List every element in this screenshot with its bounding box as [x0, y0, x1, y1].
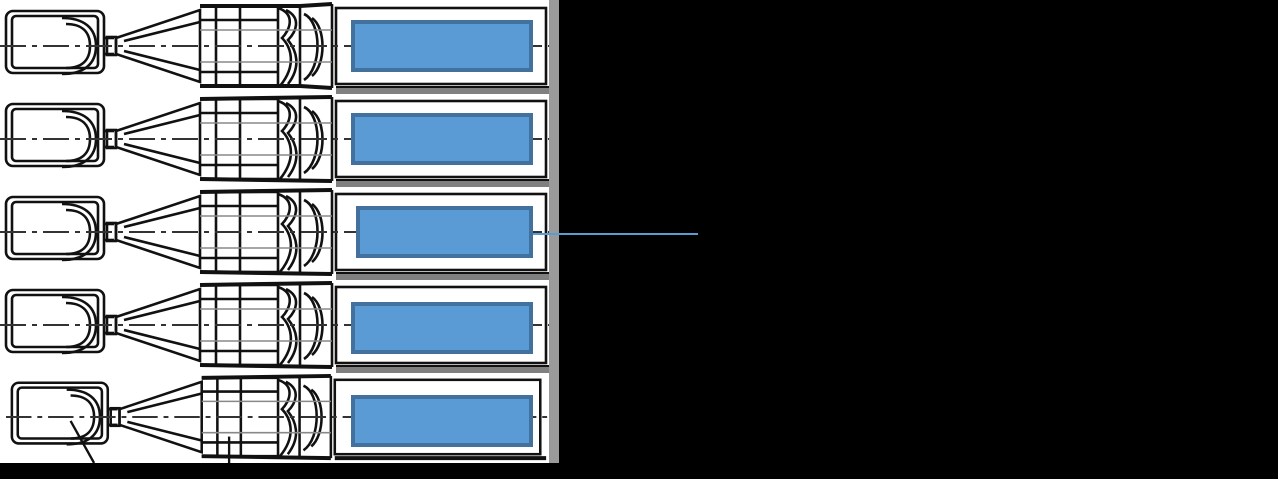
row-separator	[336, 367, 552, 373]
highlight-rectangle[interactable]	[351, 20, 533, 72]
highlight-rectangle[interactable]	[351, 395, 533, 447]
drawing-row[interactable]	[0, 372, 559, 463]
leader-line-icon	[69, 420, 231, 463]
row-separator	[336, 181, 552, 187]
callout-leader-line[interactable]	[533, 233, 698, 235]
row-separator	[336, 88, 552, 94]
highlight-rectangle[interactable]	[351, 113, 533, 165]
row-separator	[336, 274, 552, 280]
drawing-right-edge	[549, 0, 559, 463]
highlight-rectangle[interactable]	[351, 302, 533, 354]
highlight-rectangle-selected[interactable]	[356, 206, 533, 258]
cross-section-drawing	[6, 373, 553, 463]
